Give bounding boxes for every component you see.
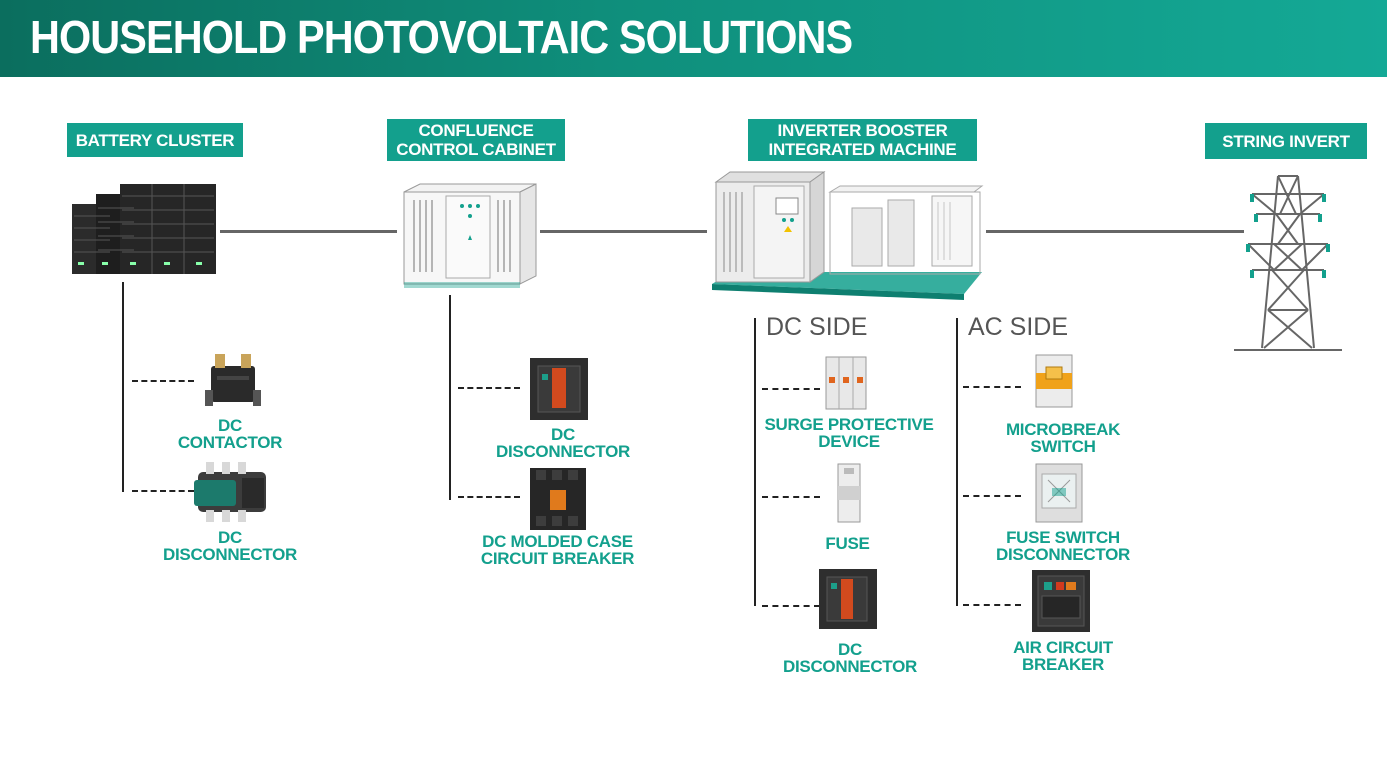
- stage-label-text: INVERTER BOOSTER INTEGRATED MACHINE: [768, 121, 957, 159]
- stage-label-text: BATTERY CLUSTER: [75, 130, 235, 150]
- stage-label-text: STRING INVERT: [1222, 131, 1350, 151]
- label-fuse: FUSE: [825, 534, 870, 553]
- dc-disconnector-icon: [817, 567, 879, 631]
- connector-line: [540, 230, 707, 233]
- label-dc-contactor: DC CONTACTOR: [177, 416, 283, 452]
- branch-line: [956, 318, 958, 606]
- molded-case-breaker-icon: [528, 466, 588, 532]
- branch-dash: [132, 490, 194, 492]
- branch-dash: [762, 388, 820, 390]
- label-dc-disconnector: DC DISCONNECTOR: [496, 425, 630, 461]
- label-surge-protective-device: SURGE PROTECTIVE DEVICE: [764, 415, 934, 451]
- page-title: HOUSEHOLD PHOTOVOLTAIC SOLUTIONS: [30, 11, 853, 63]
- label-air-circuit-breaker: AIR CIRCUIT BREAKER: [1013, 638, 1113, 674]
- label-microbreak-switch: MICROBREAK SWITCH: [1005, 420, 1121, 456]
- contactor-icon: [203, 350, 263, 410]
- branch-dash: [762, 605, 820, 607]
- microbreak-icon: [1034, 353, 1074, 409]
- ac-side-heading: AC SIDE: [968, 313, 1069, 341]
- label-dc-disconnector: DC DISCONNECTOR: [783, 640, 917, 676]
- label-fuse-switch-disconnector: FUSE SWITCH DISCONNECTOR: [996, 528, 1130, 564]
- stage-label-confluence-cabinet: CONFLUENCE CONTROL CABINET: [387, 119, 565, 161]
- stage-label-text: CONFLUENCE CONTROL CABINET: [396, 121, 556, 159]
- air-breaker-icon: [1030, 568, 1092, 634]
- battery-rack-icon: [70, 182, 220, 277]
- branch-dash: [132, 380, 194, 382]
- connector-line: [220, 230, 397, 233]
- label-dc-disconnector: DC DISCONNECTOR: [163, 528, 297, 564]
- stage-label-battery-cluster: BATTERY CLUSTER: [67, 123, 243, 157]
- branch-dash: [458, 387, 520, 389]
- title-banner: HOUSEHOLD PHOTOVOLTAIC SOLUTIONS: [0, 0, 1387, 77]
- branch-dash: [963, 604, 1021, 606]
- dc-side-heading: DC SIDE: [766, 313, 868, 341]
- transmission-tower-icon: [1232, 170, 1344, 354]
- branch-line: [754, 318, 756, 606]
- connector-line: [986, 230, 1244, 233]
- disconnector-icon: [192, 460, 272, 526]
- cabinet-icon: [400, 182, 540, 290]
- branch-dash: [762, 496, 820, 498]
- branch-dash: [963, 386, 1021, 388]
- branch-line: [122, 282, 124, 492]
- branch-dash: [458, 496, 520, 498]
- fuse-icon: [834, 462, 864, 524]
- breaker-icon: [528, 356, 592, 422]
- label-dc-molded-case-breaker: DC MOLDED CASE CIRCUIT BREAKER: [480, 532, 635, 568]
- fuse-switch-icon: [1034, 462, 1084, 524]
- branch-dash: [963, 495, 1021, 497]
- branch-line: [449, 295, 451, 500]
- surge-protector-icon: [824, 355, 868, 411]
- inverter-station-icon: [712, 168, 984, 306]
- stage-label-string-invert: STRING INVERT: [1205, 123, 1367, 159]
- stage-label-inverter-booster: INVERTER BOOSTER INTEGRATED MACHINE: [748, 119, 977, 161]
